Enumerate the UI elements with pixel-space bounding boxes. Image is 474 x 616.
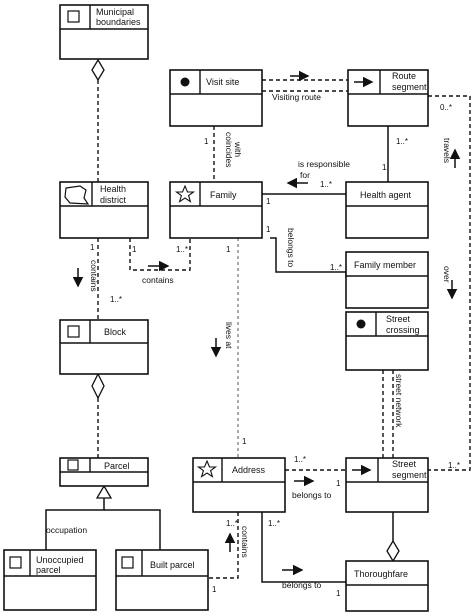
assoc-district-family [129, 238, 191, 271]
class-title: Family [210, 190, 237, 200]
label-over: over [442, 266, 452, 283]
class-family-member[interactable]: Family member [345, 251, 429, 309]
class-address[interactable]: Address [192, 457, 286, 513]
generalization-tree [45, 498, 105, 550]
class-health-district[interactable]: Health district [59, 181, 149, 239]
polygon-icon [121, 556, 134, 569]
mult: 1 [226, 245, 231, 254]
class-title: Address [232, 465, 266, 475]
label-contains-district: contains [142, 275, 174, 285]
mult: 1..* [110, 295, 122, 304]
generalization-triangle [95, 484, 113, 499]
polygon-icon [9, 556, 22, 569]
class-title: Route [392, 71, 416, 81]
class-route-segment[interactable]: Route segment [347, 69, 429, 127]
label-contains-block: contains [89, 260, 99, 292]
connectors [45, 58, 471, 583]
assoc-address-built [208, 512, 239, 579]
class-municipal-boundaries[interactable]: Municipal boundaries [59, 4, 149, 60]
node-icon [356, 319, 366, 329]
region-icon [64, 185, 90, 205]
mult: 1 [204, 137, 209, 146]
mult: 1..* [448, 461, 460, 470]
aggregation-diamond-thoroughfare [386, 539, 400, 563]
polygon-icon [67, 459, 79, 471]
class-title: Family member [354, 260, 416, 270]
label-coincides-with: with [233, 141, 243, 157]
class-title: parcel [36, 565, 61, 575]
mult: 1 [266, 225, 271, 234]
class-street-crossing[interactable]: Street crossing [345, 311, 429, 371]
mult: 1 [242, 437, 247, 446]
class-title: Thoroughfare [354, 569, 408, 579]
mult: 1..* [396, 137, 408, 146]
label-contains-address: contains [240, 526, 250, 558]
label-occupation: occupation [46, 525, 87, 535]
mult: 1..* [330, 263, 342, 272]
association-labels: Visiting route coincides with is respons… [46, 92, 452, 590]
class-built-parcel[interactable]: Built parcel [115, 549, 209, 611]
mult: 1..* [268, 519, 280, 528]
mult: 1 [90, 243, 95, 252]
generalization-tree-right [104, 509, 161, 550]
assoc-route-over-street [428, 95, 471, 471]
label-street-network: street network [394, 374, 404, 428]
star-icon [196, 459, 218, 478]
label-belongs-to-segment: belongs to [292, 490, 331, 500]
mult: 1 [266, 197, 271, 206]
star-icon [174, 184, 196, 203]
assoc-belongs-member [270, 237, 347, 278]
mult: 1 [382, 163, 387, 172]
mult: 1 [336, 479, 341, 488]
aggregation-diamond-municipal [91, 58, 105, 82]
class-unoccupied-parcel[interactable]: Unoccupied parcel [3, 549, 97, 611]
class-title: segment [392, 82, 427, 92]
class-visit-site[interactable]: Visit site [169, 69, 263, 127]
class-title: Block [104, 327, 127, 337]
label-coincides: coincides [224, 132, 234, 167]
class-title: Visit site [206, 77, 239, 87]
class-title: Health [100, 184, 126, 194]
mult: 1 [132, 245, 137, 254]
class-thoroughfare[interactable]: Thoroughfare [345, 560, 429, 612]
class-title: Built parcel [150, 560, 195, 570]
class-title: Municipal [96, 7, 134, 17]
mult: 1..* [320, 180, 332, 189]
class-title: segment [392, 470, 427, 480]
class-family[interactable]: Family [169, 181, 263, 239]
class-health-agent[interactable]: Health agent [345, 181, 429, 239]
mult: 1..* [226, 519, 238, 528]
class-block[interactable]: Block [59, 319, 149, 375]
class-title: Unoccupied [36, 555, 84, 565]
aggregation-diamond-block [91, 372, 105, 400]
label-responsible: is responsible [298, 159, 350, 169]
assoc-address-thoroughfare [261, 512, 346, 583]
label-belongs-to-member: belongs to [286, 228, 296, 267]
class-parcel[interactable]: Parcel [59, 457, 149, 487]
multiplicities: 0..* 1 1..* 1 1..* 1 1 1..* 1 1 1..* 1 1… [90, 103, 460, 598]
label-travels: travels [442, 138, 452, 163]
mult: 1..* [294, 455, 306, 464]
label-belongs-to-thoroughfare: belongs to [282, 580, 321, 590]
class-title: Street [392, 459, 417, 469]
point-icon [180, 77, 190, 87]
mult: 0..* [440, 103, 452, 112]
class-title: boundaries [96, 17, 141, 27]
class-title: crossing [386, 325, 420, 335]
mult: 1 [212, 585, 217, 594]
class-street-segment[interactable]: Street segment [345, 457, 429, 513]
class-title: Street [386, 314, 411, 324]
class-title: Health agent [360, 190, 412, 200]
label-visiting-route: Visiting route [272, 92, 321, 102]
mult: 1 [336, 589, 341, 598]
mult: 1..* [176, 245, 188, 254]
label-lives-at: lives at [224, 322, 234, 349]
class-title: district [100, 195, 127, 205]
class-title: Parcel [104, 461, 130, 471]
polygon-icon [67, 10, 80, 23]
label-responsible-for: for [300, 170, 310, 180]
polygon-icon [67, 325, 80, 338]
